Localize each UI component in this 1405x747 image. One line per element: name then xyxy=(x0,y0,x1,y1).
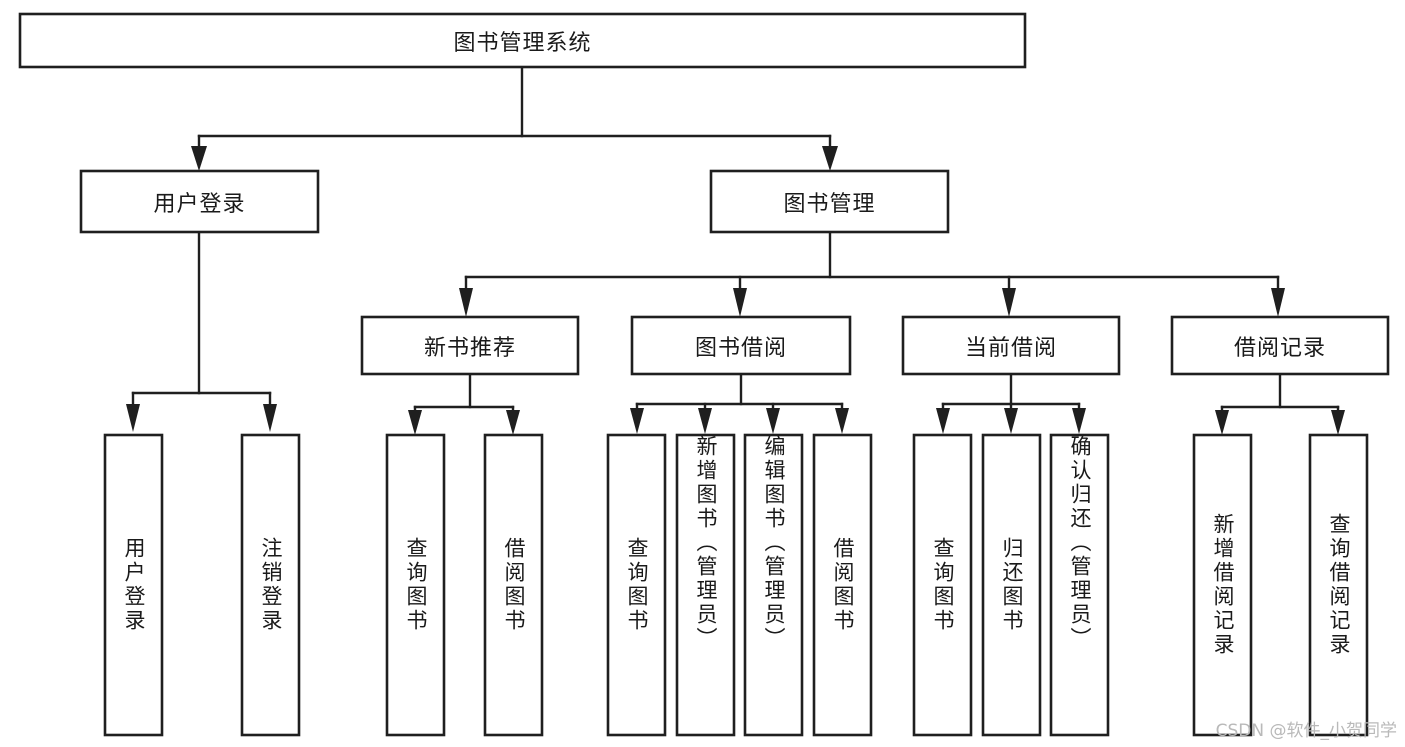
arrow-br-leaf-2 xyxy=(698,408,712,434)
leaf-borrow-3[interactable] xyxy=(743,433,804,737)
leaf-new-book-2[interactable] xyxy=(483,433,544,737)
node-book-management[interactable] xyxy=(709,169,950,234)
arrow-l3-1 xyxy=(459,288,473,317)
connector-root-to-level2 xyxy=(191,65,838,171)
leaf-user-login-1[interactable] xyxy=(103,433,164,737)
arrow-l3-4 xyxy=(1271,288,1285,317)
arrow-rc-leaf-1 xyxy=(1215,410,1229,435)
leaf-current-1[interactable] xyxy=(912,433,973,737)
arrow-br-leaf-4 xyxy=(835,408,849,434)
connector-book-mgmt-children xyxy=(459,230,1285,317)
arrow-book-mgmt xyxy=(822,146,838,171)
arrow-user-login xyxy=(191,146,207,171)
arrow-br-leaf-1 xyxy=(630,408,644,434)
node-current-borrow[interactable] xyxy=(901,315,1121,376)
arrow-ul-leaf-1 xyxy=(126,404,140,432)
connector-new-book-children xyxy=(408,372,520,435)
leaf-borrow-4[interactable] xyxy=(812,433,873,737)
leaf-current-3[interactable] xyxy=(1049,433,1110,737)
node-new-book-recommend[interactable] xyxy=(360,315,580,376)
connector-records-children xyxy=(1215,372,1345,435)
leaf-borrow-1[interactable] xyxy=(606,433,667,737)
arrow-cu-leaf-1 xyxy=(936,408,950,434)
node-borrow-records[interactable] xyxy=(1170,315,1390,376)
leaf-records-1[interactable] xyxy=(1192,433,1253,737)
arrow-rc-leaf-2 xyxy=(1331,410,1345,435)
connector-current-children xyxy=(936,372,1086,434)
node-user-login[interactable] xyxy=(79,169,320,234)
leaf-current-2[interactable] xyxy=(981,433,1042,737)
arrow-nb-leaf-2 xyxy=(506,410,520,435)
leaf-new-book-1[interactable] xyxy=(385,433,446,737)
arrow-cu-leaf-3 xyxy=(1072,408,1086,434)
arrow-l3-3 xyxy=(1002,288,1016,317)
arrow-nb-leaf-1 xyxy=(408,410,422,435)
leaf-user-login-2[interactable] xyxy=(240,433,301,737)
arrow-ul-leaf-2 xyxy=(263,404,277,432)
leaf-records-2[interactable] xyxy=(1308,433,1369,737)
connector-user-login-children xyxy=(126,230,277,432)
leaf-borrow-2[interactable] xyxy=(675,433,736,737)
node-book-borrow[interactable] xyxy=(630,315,852,376)
node-root-system[interactable] xyxy=(18,12,1027,69)
connector-borrow-children xyxy=(630,372,849,434)
arrow-l3-2 xyxy=(733,288,747,317)
arrow-cu-leaf-2 xyxy=(1004,408,1018,434)
arrow-br-leaf-3 xyxy=(766,408,780,434)
